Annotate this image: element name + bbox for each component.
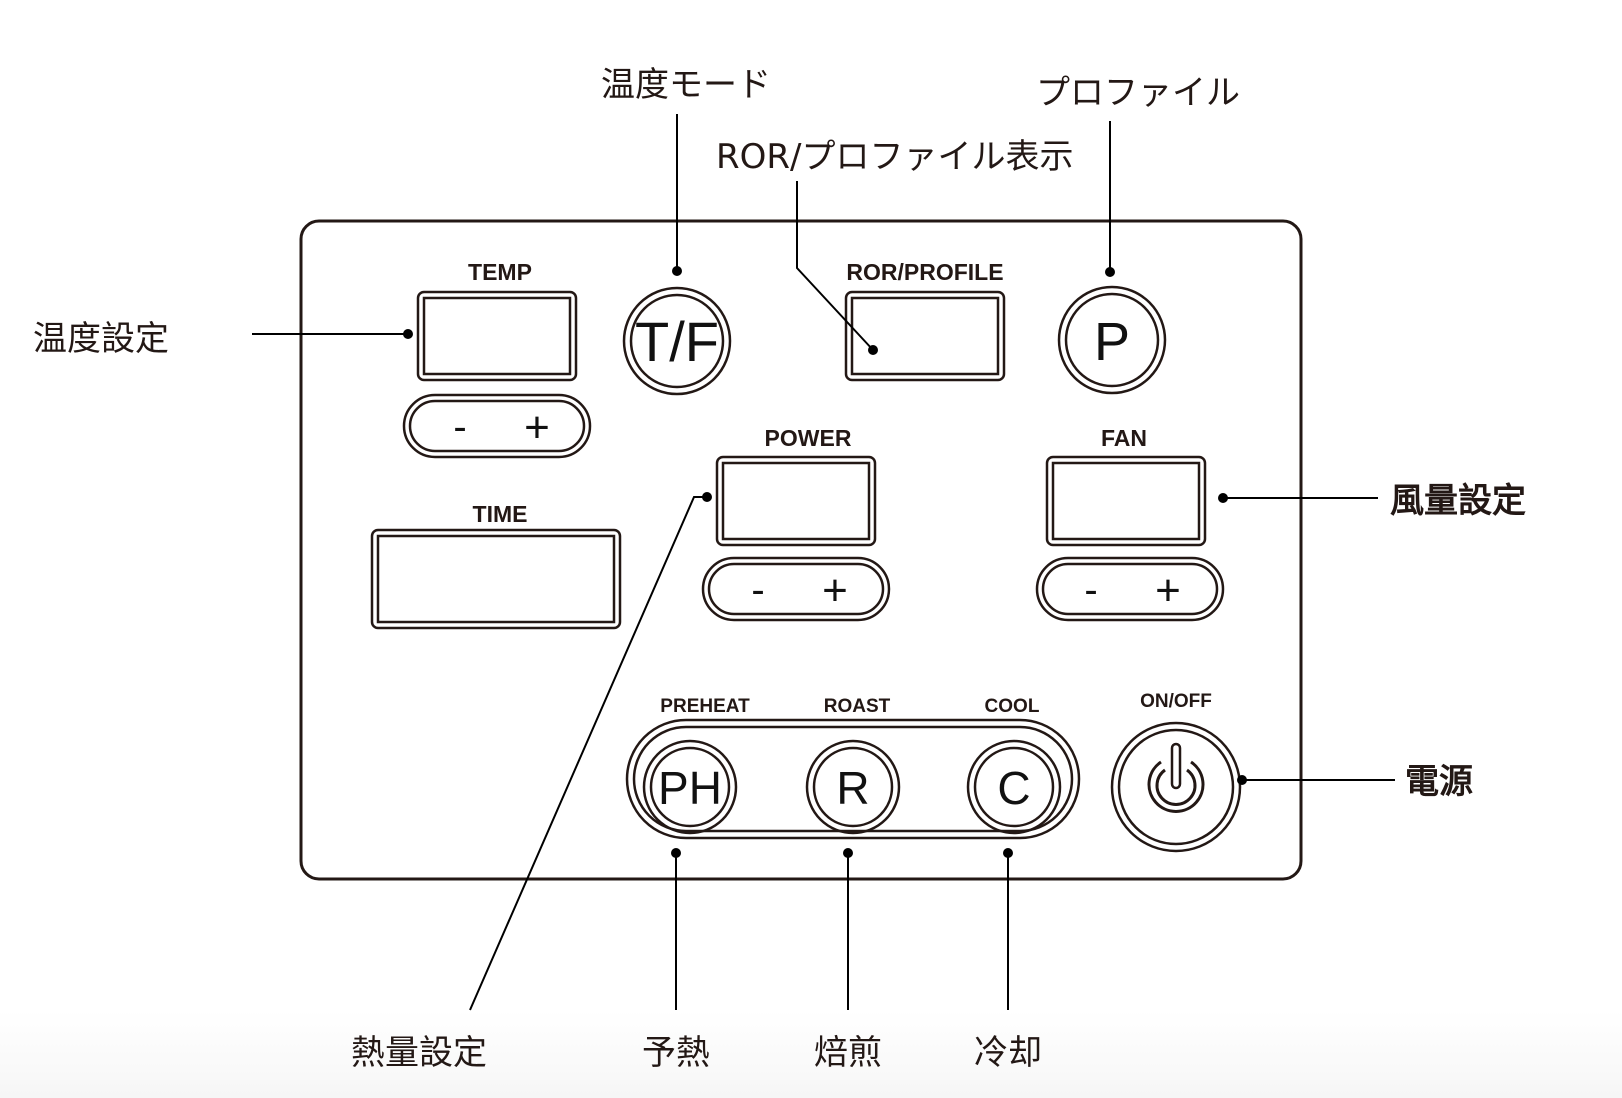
fan-adjust-button[interactable]: - + (1035, 556, 1225, 622)
temp-label: TEMP (468, 259, 532, 285)
fan-label: FAN (1101, 425, 1147, 451)
power-plus-button[interactable]: + (822, 566, 848, 615)
leader-lines (252, 114, 1395, 1011)
roast-button[interactable]: R (805, 739, 901, 835)
temp-plus-button[interactable]: + (524, 403, 550, 452)
callout-heat-setting: 熱量設定 (351, 1033, 487, 1073)
power-minus-button[interactable]: - (751, 568, 764, 612)
callout-fan-setting: 風量設定 (1390, 481, 1526, 521)
power-adjust-button[interactable]: - + (701, 556, 891, 622)
preheat-button-label: PH (658, 762, 722, 814)
mode-button-group (625, 718, 1081, 840)
cool-button-label: C (997, 762, 1030, 814)
cool-label: COOL (985, 696, 1040, 717)
fan-plus-button[interactable]: + (1155, 566, 1181, 615)
time-display (370, 528, 622, 630)
roast-label: ROAST (824, 696, 891, 717)
temp-minus-button[interactable]: - (453, 405, 466, 449)
callout-ror-profile-display: ROR/プロファイル表示 (716, 137, 1073, 177)
callout-temp-mode: 温度モード (601, 65, 771, 105)
temp-mode-button-label: T/F (635, 310, 719, 373)
fan-minus-button[interactable]: - (1084, 568, 1097, 612)
profile-button[interactable]: P (1057, 285, 1167, 395)
callout-power: 電源 (1405, 762, 1473, 802)
callout-temp-setting: 温度設定 (33, 319, 169, 359)
callout-cool: 冷却 (974, 1033, 1042, 1073)
profile-button-label: P (1094, 312, 1130, 372)
callout-profile: プロファイル (1036, 73, 1240, 113)
callout-preheat: 予熱 (642, 1033, 710, 1073)
temp-mode-button[interactable]: T/F (622, 286, 732, 396)
callout-roast: 焙煎 (814, 1033, 882, 1073)
preheat-button[interactable]: PH (642, 739, 738, 835)
roast-button-label: R (836, 762, 869, 814)
cool-button[interactable]: C (966, 739, 1062, 835)
ror-profile-label: ROR/PROFILE (846, 259, 1003, 285)
fan-display (1045, 455, 1207, 547)
power-on-off-button[interactable] (1110, 721, 1242, 853)
temp-display (416, 290, 578, 382)
on-off-label: ON/OFF (1140, 691, 1212, 712)
power-label: POWER (765, 425, 852, 451)
ror-profile-display (844, 290, 1006, 382)
preheat-label: PREHEAT (660, 696, 750, 717)
temp-adjust-button[interactable]: - + (402, 393, 592, 459)
time-label: TIME (473, 501, 528, 527)
power-display (715, 455, 877, 547)
panel-outline (299, 219, 1303, 881)
power-icon (1147, 742, 1205, 813)
leader-dots (403, 266, 1247, 858)
